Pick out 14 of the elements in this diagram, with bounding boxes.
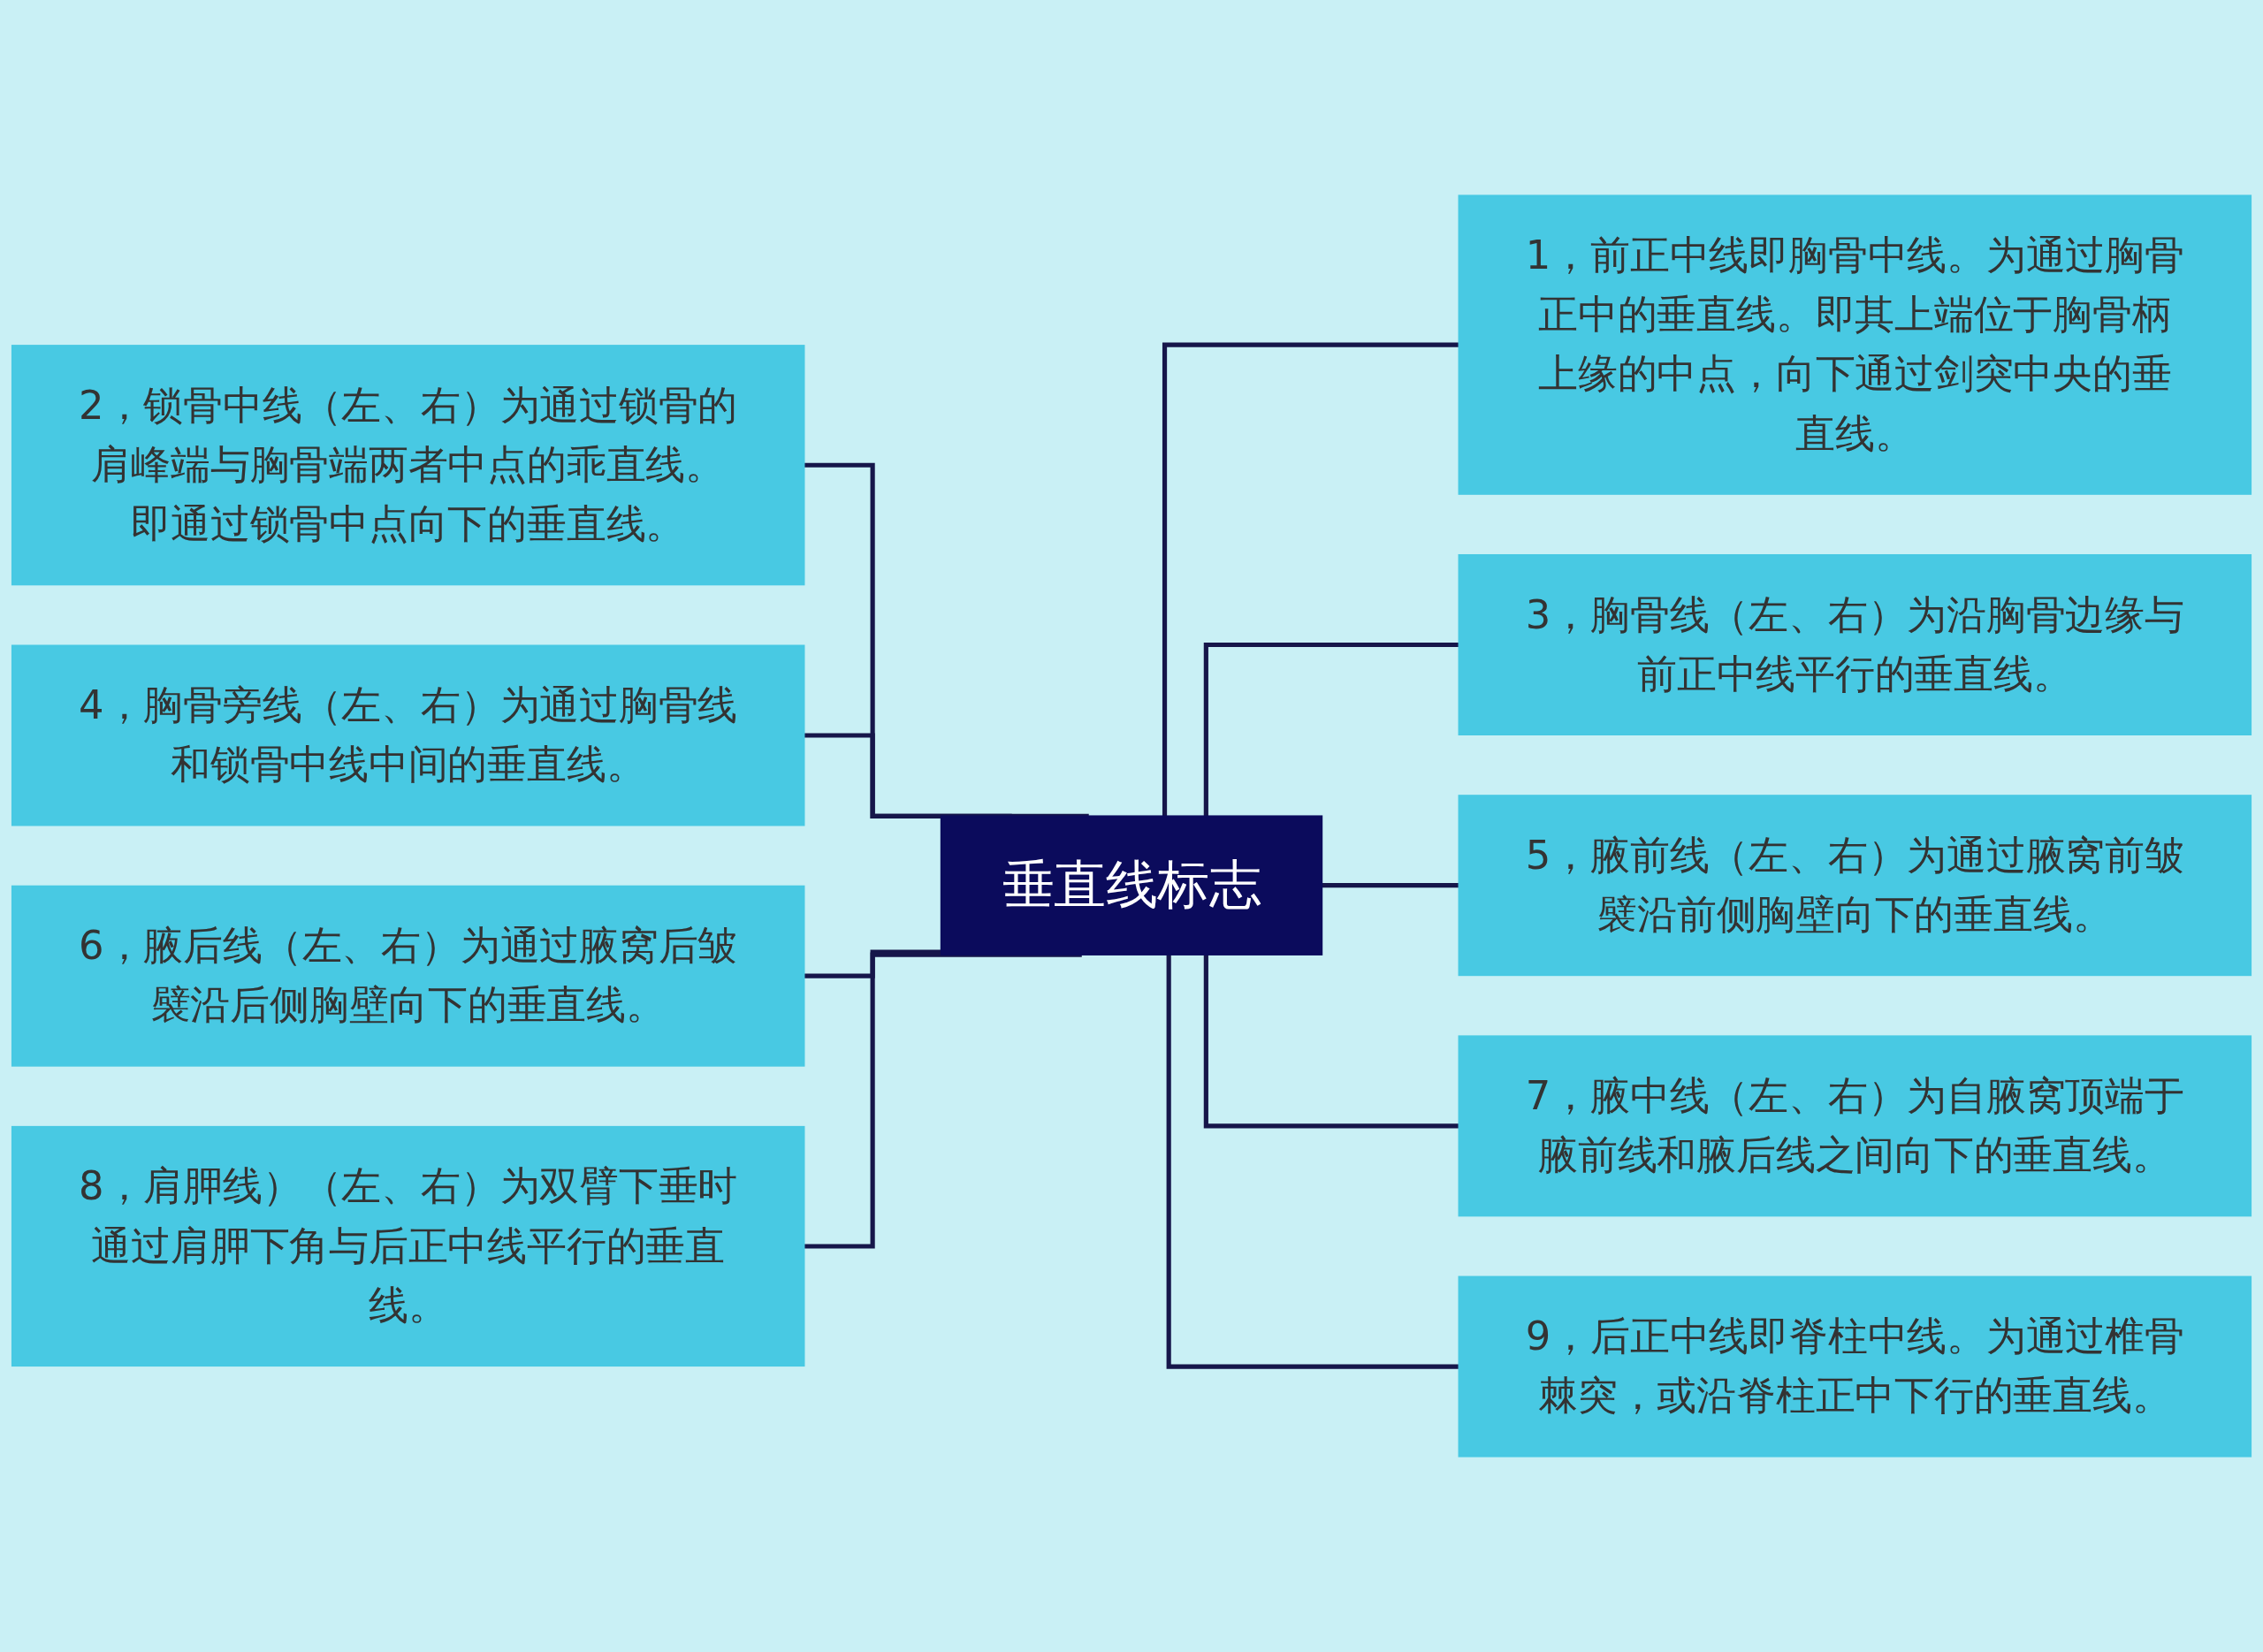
node-box: 9，后正中线即脊柱中线。为通过椎骨棘突，或沿脊柱正中下行的垂直线。 bbox=[1458, 1275, 2252, 1458]
node-box: 8，肩胛线）（左、右）为双臂下垂时通过肩胛下角与后正中线平行的垂直线。 bbox=[11, 1125, 805, 1367]
connector bbox=[1203, 642, 1459, 817]
node-box: 1，前正中线即胸骨中线。为通过胸骨正中的垂直线。即其上端位于胸骨柄上缘的中点，向下通过剑突中央的垂直线。 bbox=[1458, 194, 2252, 495]
connector bbox=[1203, 955, 1459, 1129]
connector bbox=[1166, 955, 1459, 1369]
node-box: 5，腋前线（左、右）为通过腋窝前皱襞沿前侧胸壁向下的垂直线。 bbox=[1458, 795, 2252, 977]
node-box: 4，胸骨旁线（左、右）为通过胸骨线和锁骨中线中间的垂直线。 bbox=[11, 644, 805, 826]
connector bbox=[1162, 342, 1459, 817]
node-box: 6，腋后线（左、右）为通过腋窝后皱襞沿后侧胸壁向下的垂直线。 bbox=[11, 885, 805, 1067]
node-box: 3，胸骨线（左、右）为沿胸骨边缘与前正中线平行的垂直线。 bbox=[1458, 554, 2252, 735]
node-box: 2，锁骨中线（左、右）为通过锁骨的肩峰端与胸骨端两者中点的乖直线。即通过锁骨中点向下的垂直线。 bbox=[11, 345, 805, 586]
node-box: 垂直线标志 bbox=[940, 815, 1323, 955]
node-box: 7，腋中线（左、右）为自腋窝顶端于腋前线和腋后线之间向下的垂直线。 bbox=[1458, 1035, 2252, 1217]
